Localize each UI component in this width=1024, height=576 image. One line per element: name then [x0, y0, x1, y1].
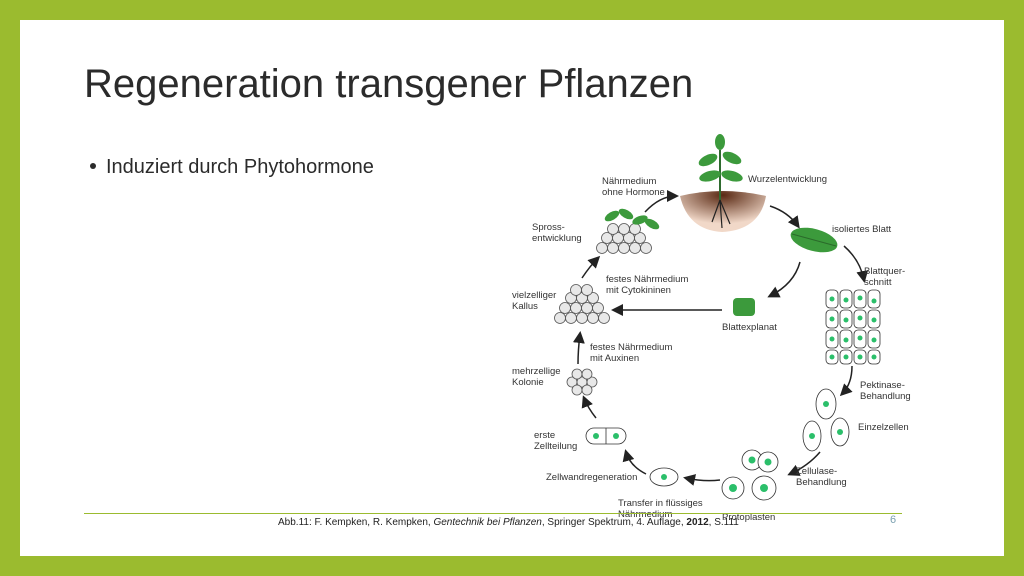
- page-number: 6: [890, 514, 897, 526]
- label-single-cells: Einzelzellen: [858, 422, 909, 433]
- label-transfer-liquid: Transfer in flüssiges Nährmedium: [618, 498, 703, 520]
- leaf-cross-section-icon: [825, 289, 881, 365]
- label-nutrient-no-hormones: Nährmedium ohne Hormone: [602, 176, 665, 198]
- bullet-dot-icon: [90, 162, 96, 169]
- leaf-explant-icon: [733, 298, 755, 316]
- footer-divider: [84, 513, 902, 514]
- label-solid-auxin: festes Nährmedium mit Auxinen: [590, 342, 673, 364]
- label-solid-cytokinin: festes Nährmedium mit Cytokininen: [606, 274, 689, 296]
- isolated-leaf-icon: [790, 227, 838, 253]
- label-root-development: Wurzelentwicklung: [748, 174, 828, 185]
- cell-wall-regeneration-icon: [649, 467, 679, 487]
- bullet-item: Induziert durch Phytohormone: [90, 156, 374, 179]
- caption-page: , S.111: [708, 517, 739, 528]
- slide: [20, 20, 1004, 556]
- label-protoplasts: Protoplasten: [722, 512, 776, 523]
- label-colony: mehrzellige Kolonie: [512, 366, 561, 388]
- plant-icon: [680, 134, 766, 232]
- slide-title: Regeneration transgener Pflanzen: [84, 62, 694, 106]
- callus-icon: [554, 284, 610, 324]
- bullet-text: Induziert durch Phytohormone: [106, 156, 374, 178]
- first-division-icon: [585, 427, 627, 445]
- label-shoot-development: Spross- entwicklung: [532, 222, 582, 244]
- label-first-division: erste Zellteilung: [534, 430, 578, 452]
- label-pectinase: Pektinase- Behandlung: [860, 380, 911, 402]
- protoplasts-icon: [721, 449, 779, 501]
- label-leaf-explant: Blattexplanat: [722, 322, 777, 333]
- label-isolated-leaf: isoliertes Blatt: [832, 224, 892, 235]
- caption-publisher: , Springer Spektrum, 4. Auflage,: [541, 517, 687, 528]
- caption-year: 2012: [686, 517, 709, 528]
- caption-book-title: Gentechnik bei Pflanzen: [433, 517, 542, 528]
- cycle-arrows: [572, 190, 869, 486]
- label-cellulase: Zellulase- Behandlung: [796, 466, 847, 488]
- label-callus: vielzelliger Kallus: [512, 290, 557, 312]
- label-leaf-cross-section: Blattquer- schnitt: [864, 266, 906, 288]
- label-cell-wall-regeneration: Zellwandregeneration: [546, 472, 638, 483]
- figure-caption: Abb.11: F. Kempken, R. Kempken, Gentechn…: [278, 517, 739, 528]
- single-cells-icon: [802, 388, 850, 452]
- shoot-development-icon: [596, 208, 660, 254]
- caption-authors: Abb.11: F. Kempken, R. Kempken,: [278, 517, 434, 528]
- colony-icon: [566, 368, 598, 396]
